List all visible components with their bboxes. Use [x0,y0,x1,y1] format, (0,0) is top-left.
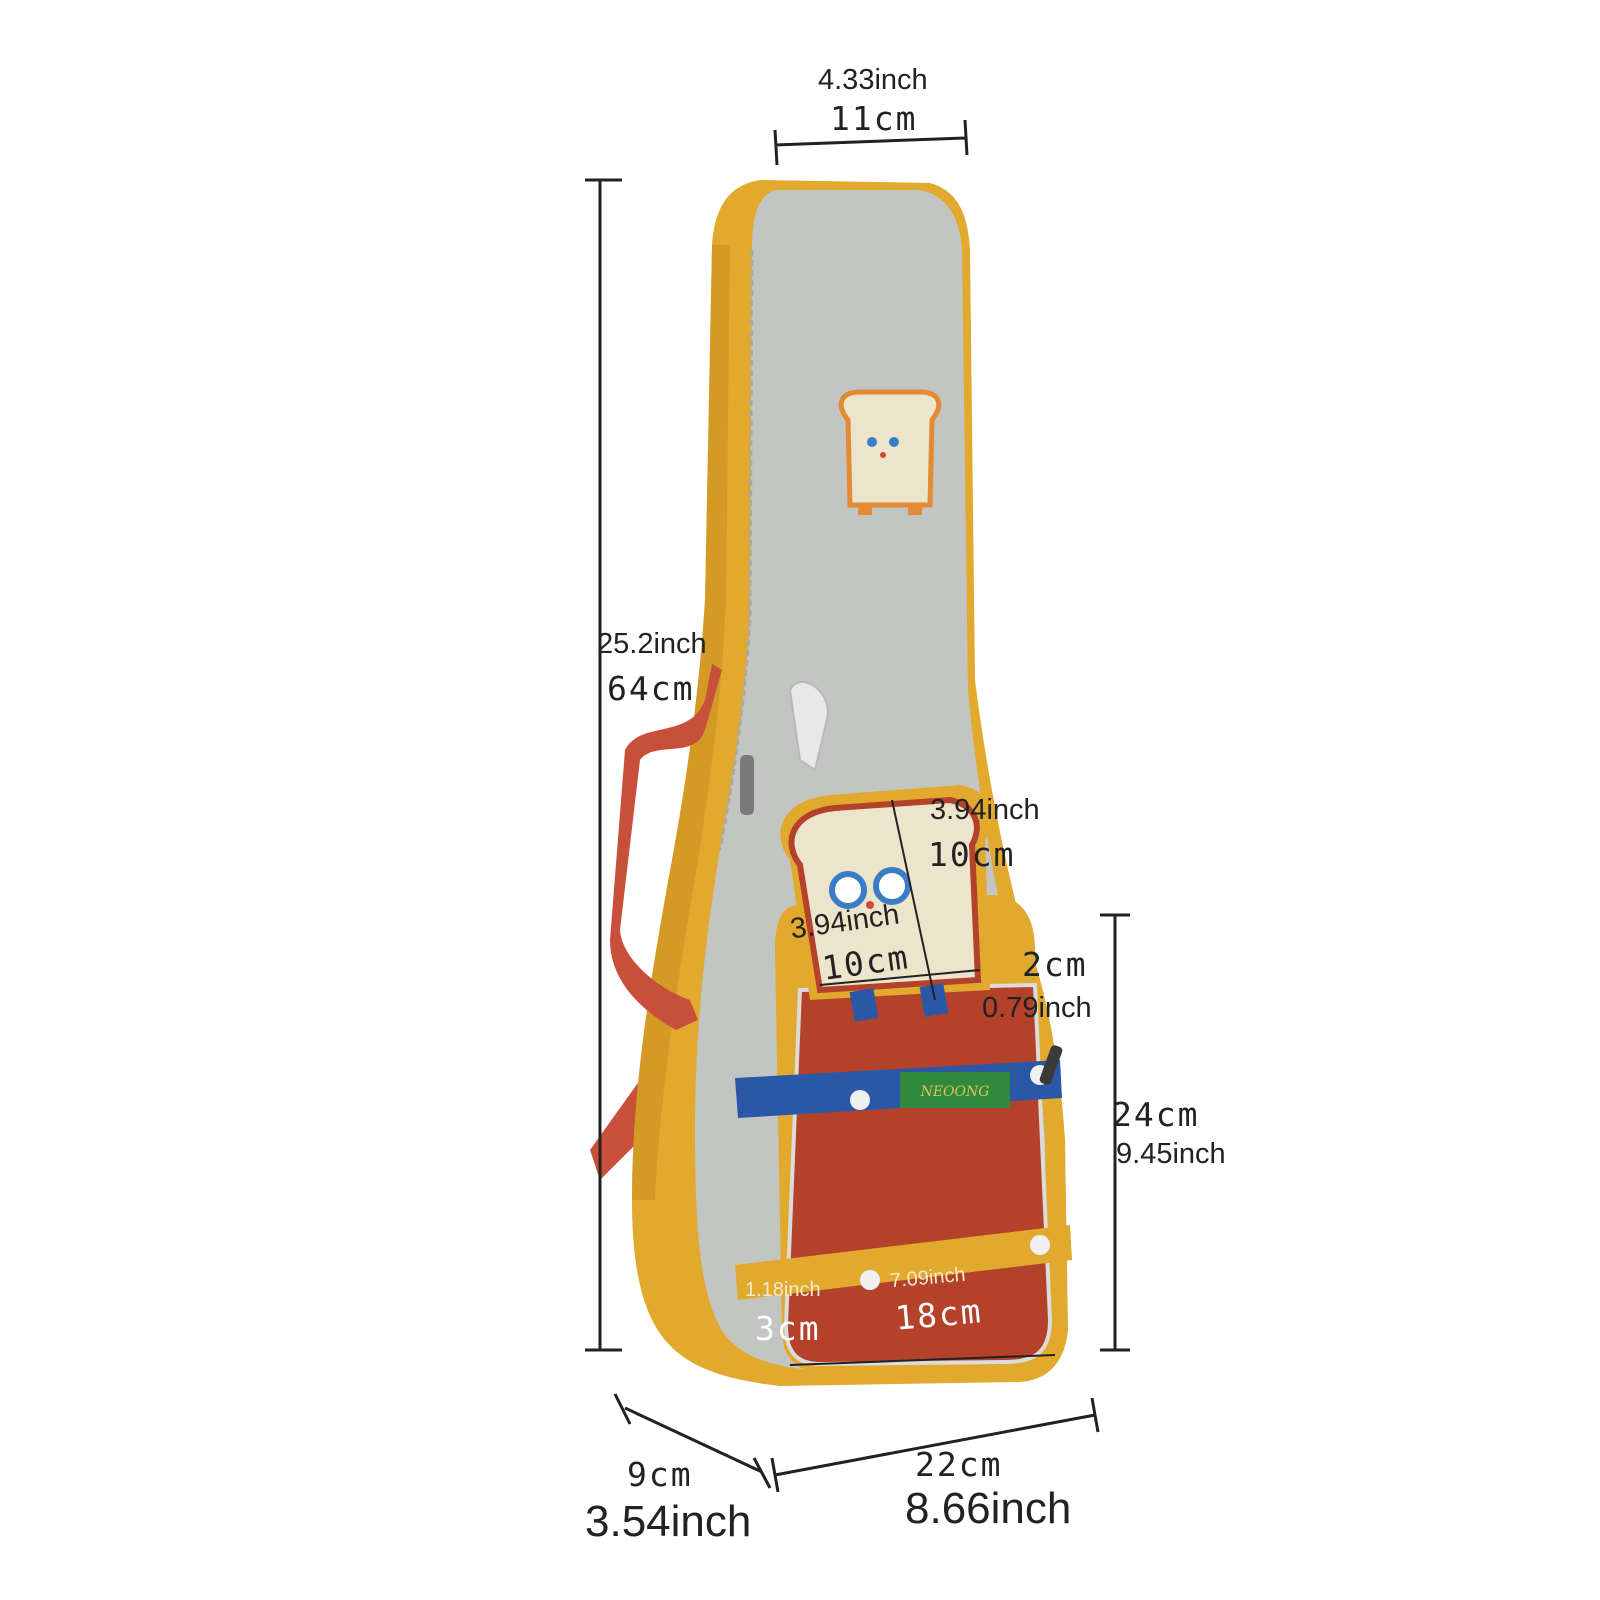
height-inch: 25.2inch [597,628,707,660]
top-width-inch: 4.33inch [818,64,928,96]
depth-inch: 3.54inch [585,1497,752,1546]
pouch-width-inch: 3.94inch [930,794,1040,826]
carry-handle [610,664,722,1030]
toast-pouch-icon [780,785,992,1022]
pouch-width-cm: 10cm [928,835,1016,874]
pocket-width-cm: 18cm [893,1291,985,1338]
strap-width-cm: 3cm [755,1309,821,1348]
pocket-depth-inch: 0.79inch [982,992,1092,1024]
pocket-height-cm: 24cm [1112,1095,1200,1134]
pocket-height-inch: 9.45inch [1116,1138,1226,1170]
front-label-text: NEOONG [920,1084,990,1100]
bottom-width-cm: 22cm [915,1445,1003,1484]
depth-cm: 9cm [627,1455,693,1494]
front-pocket: NEOONG [735,895,1072,1372]
pocket-depth-cm: 2cm [1022,945,1088,984]
height-cm: 64cm [607,669,695,708]
top-width-cm: 11cm [830,99,918,138]
bottom-width-inch: 8.66inch [905,1484,1072,1533]
toast-mascot-icon [838,389,942,515]
strap-width-inch: 1.18inch [745,1279,821,1301]
dimension-lines [585,119,1130,1493]
